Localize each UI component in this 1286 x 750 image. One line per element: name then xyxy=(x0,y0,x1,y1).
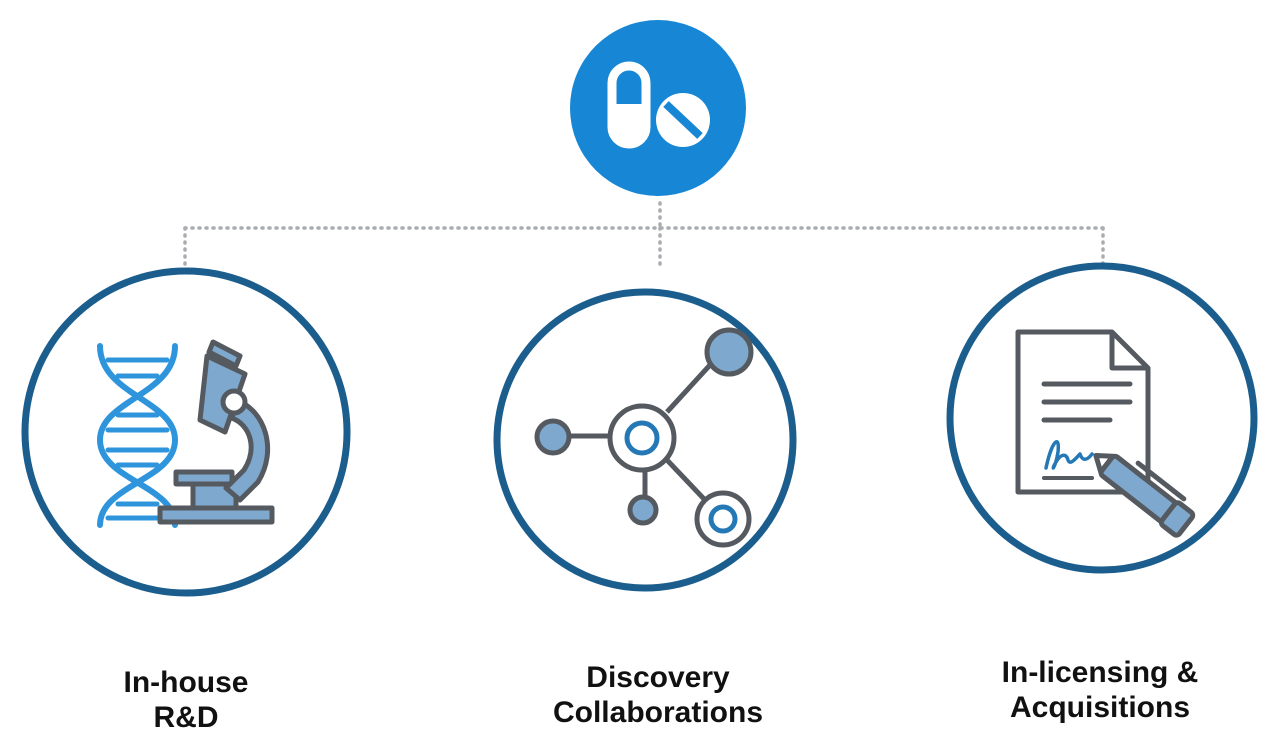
node-in-house-rd xyxy=(21,267,351,597)
label-in-house-rd: In-house R&D xyxy=(36,665,336,735)
root-node xyxy=(570,20,746,196)
document-signature-pen-icon xyxy=(1015,329,1196,538)
label-line: In-house xyxy=(123,666,249,699)
label-line: Acquisitions xyxy=(1009,691,1190,724)
network-nodes-icon xyxy=(534,327,754,548)
dna-microscope-icon xyxy=(96,339,275,528)
label-in-licensing-acquisitions: In-licensing & Acquisitions xyxy=(950,655,1250,725)
label-discovery-collaborations: Discovery Collaborations xyxy=(508,660,808,730)
node-discovery-collaborations xyxy=(493,288,797,592)
root-circle xyxy=(570,20,746,196)
connector-lines xyxy=(183,201,1105,272)
label-line: Collaborations xyxy=(552,696,763,729)
node-ring-left xyxy=(21,267,351,597)
label-line: In-licensing & xyxy=(1001,656,1199,689)
label-line: Discovery xyxy=(586,661,730,694)
pill-and-tablet-icon xyxy=(607,61,710,149)
label-line: R&D xyxy=(153,701,219,734)
node-in-licensing-acquisitions xyxy=(946,262,1258,574)
